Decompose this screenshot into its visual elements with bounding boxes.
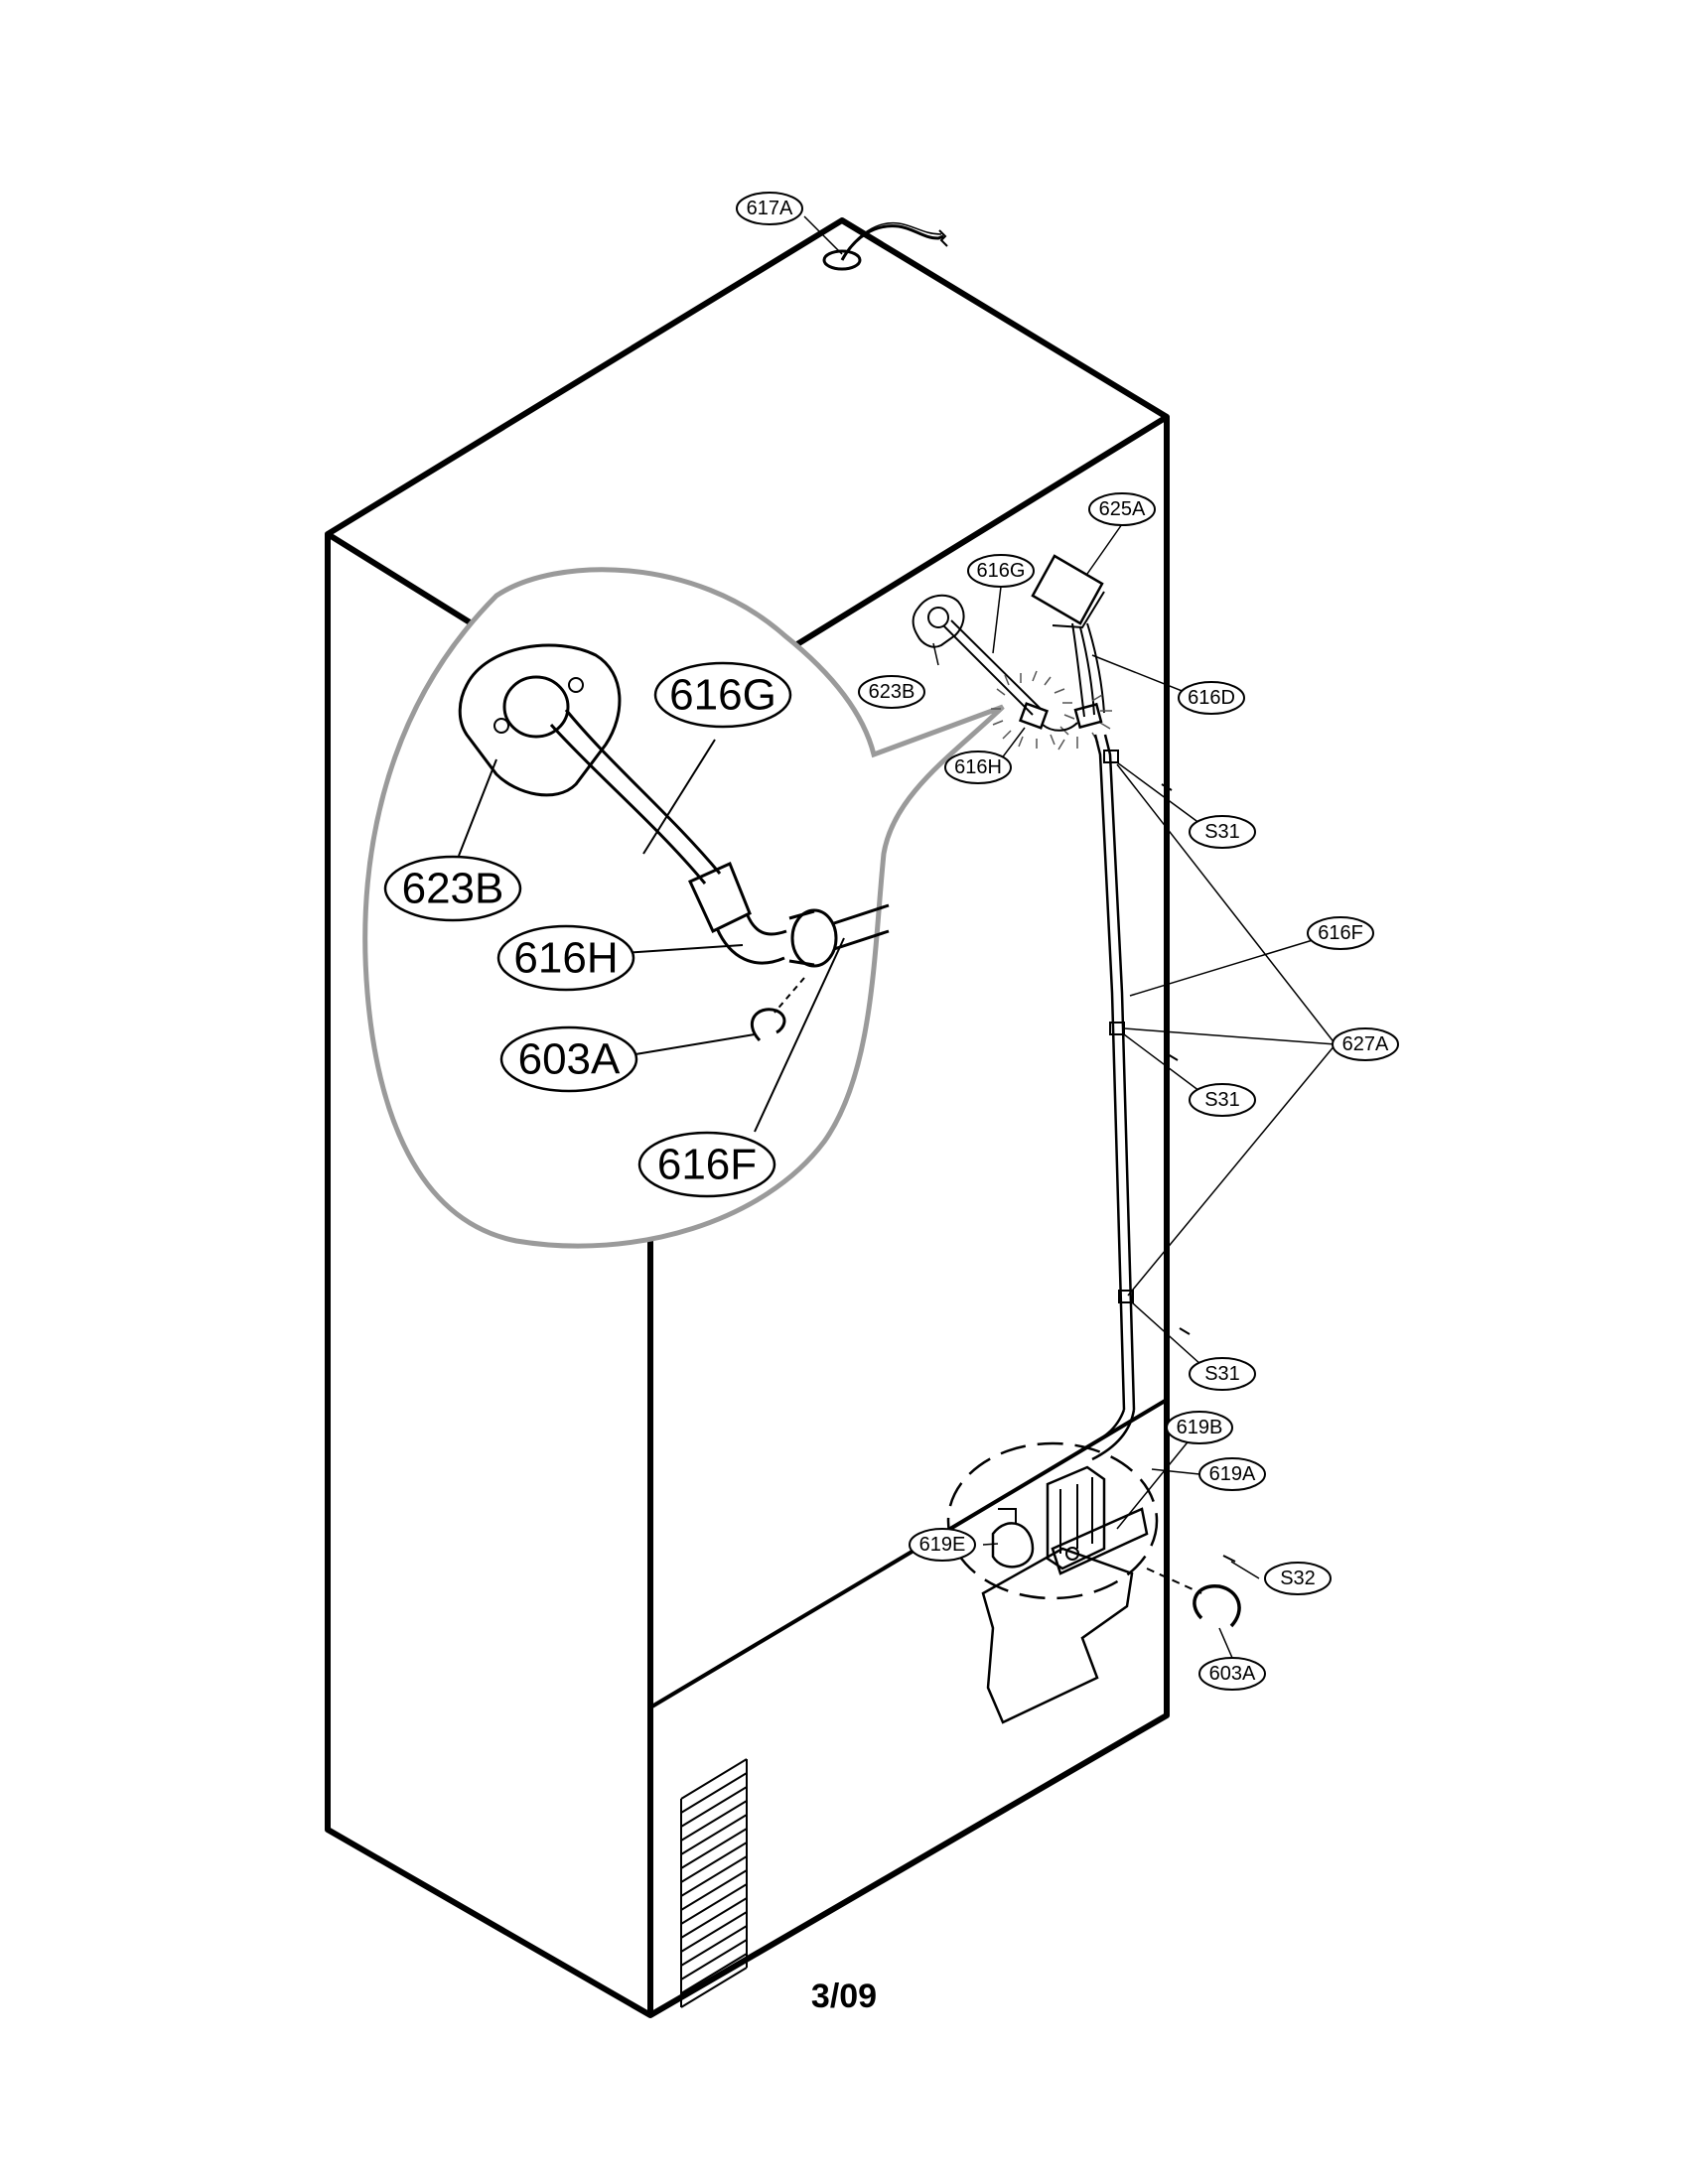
callout-603A: 603A xyxy=(1198,1657,1266,1691)
callout-625A: 625A xyxy=(1088,492,1156,526)
svg-text:617A: 617A xyxy=(747,198,793,219)
callout-616F: 616F xyxy=(1307,916,1374,950)
detail-callout-616F: 616F xyxy=(637,1131,776,1198)
detail-callout-616H: 616H xyxy=(496,924,635,992)
detail-callout-623B: 623B xyxy=(383,855,522,922)
water-line-assembly xyxy=(912,554,1191,1461)
svg-text:S32: S32 xyxy=(1280,1568,1316,1589)
leader-lines xyxy=(458,215,1336,1659)
svg-text:603A: 603A xyxy=(518,1035,621,1084)
svg-text:616H: 616H xyxy=(954,756,1002,778)
svg-text:S31: S31 xyxy=(1204,1363,1240,1385)
svg-text:S31: S31 xyxy=(1204,821,1240,843)
page-number: 3/09 xyxy=(810,1978,878,2015)
vent-grille xyxy=(680,1758,748,2008)
callout-619E: 619E xyxy=(909,1528,976,1562)
callout-S31-middle: S31 xyxy=(1189,1083,1256,1117)
callout-619A: 619A xyxy=(1198,1457,1266,1491)
valve-assembly xyxy=(946,1441,1241,1724)
callout-616H: 616H xyxy=(944,751,1012,784)
callout-616G: 616G xyxy=(967,554,1035,588)
svg-text:627A: 627A xyxy=(1342,1033,1389,1055)
callout-S32: S32 xyxy=(1264,1562,1332,1595)
detail-callout-603A: 603A xyxy=(499,1025,638,1093)
callout-617A: 617A xyxy=(736,192,803,225)
callout-623B: 623B xyxy=(858,675,925,709)
power-cord xyxy=(822,221,948,271)
svg-text:616G: 616G xyxy=(669,671,776,720)
svg-text:619A: 619A xyxy=(1209,1463,1256,1485)
callout-627A: 627A xyxy=(1332,1027,1399,1061)
callout-619B: 619B xyxy=(1166,1411,1233,1444)
callout-S31-top: S31 xyxy=(1189,815,1256,849)
callout-616D: 616D xyxy=(1178,681,1245,715)
detail-callout-616G: 616G xyxy=(653,661,792,729)
svg-text:623B: 623B xyxy=(869,681,915,703)
svg-text:616G: 616G xyxy=(977,560,1026,582)
svg-text:616F: 616F xyxy=(657,1141,757,1189)
svg-text:616D: 616D xyxy=(1188,687,1235,709)
svg-text:619E: 619E xyxy=(919,1534,966,1556)
svg-text:623B: 623B xyxy=(402,865,504,913)
svg-text:619B: 619B xyxy=(1177,1417,1223,1438)
callout-S31-bottom: S31 xyxy=(1189,1357,1256,1391)
svg-text:S31: S31 xyxy=(1204,1089,1240,1111)
svg-text:625A: 625A xyxy=(1099,498,1146,520)
svg-text:616H: 616H xyxy=(513,934,618,983)
svg-text:616F: 616F xyxy=(1318,922,1363,944)
svg-text:603A: 603A xyxy=(1209,1663,1256,1685)
